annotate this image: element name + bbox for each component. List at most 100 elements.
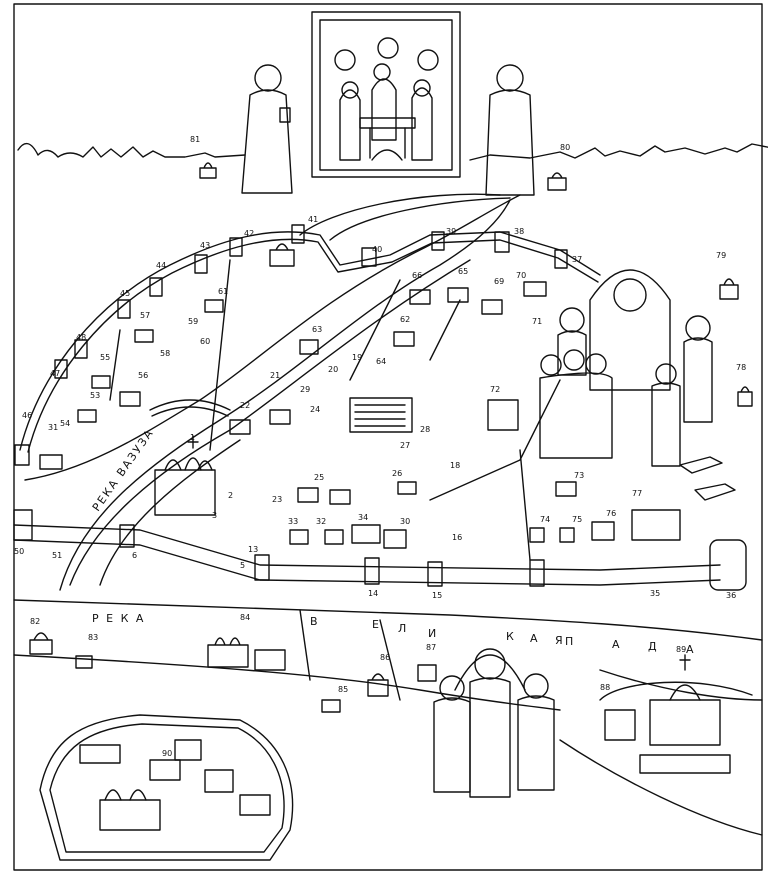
saints-group-bottom	[433, 648, 555, 798]
marker-78: 78	[736, 363, 746, 372]
marker-84: 84	[240, 613, 250, 622]
river-label-vazuza: РЕКА ВАЗУЗА	[90, 426, 157, 514]
saints-group-right	[539, 269, 713, 467]
marker-66: 66	[412, 271, 422, 280]
river-label-r1: Р Е К А	[92, 612, 145, 625]
volga-lower-bank	[559, 739, 763, 836]
marker-56: 56	[138, 371, 148, 380]
marker-80: 80	[560, 143, 570, 152]
marker-37: 37	[572, 255, 582, 264]
marker-31: 31	[48, 423, 58, 432]
marker-87: 87	[426, 643, 436, 652]
river-label-r7: А	[530, 632, 540, 645]
river-label-r3: Е	[372, 618, 381, 631]
marker-73: 73	[574, 471, 584, 480]
marker-59: 59	[188, 317, 198, 326]
far-bank-horizon	[17, 142, 768, 161]
marker-39: 39	[446, 227, 456, 236]
marker-6: 6	[132, 551, 137, 560]
marker-23: 23	[272, 495, 282, 504]
marker-50: 50	[14, 547, 24, 556]
marker-86: 86	[380, 653, 390, 662]
marker-81: 81	[190, 135, 200, 144]
marker-72: 72	[490, 385, 500, 394]
volga-river-south-bank	[13, 654, 561, 711]
marker-25: 25	[314, 473, 324, 482]
marker-63: 63	[312, 325, 322, 334]
marker-51: 51	[52, 551, 62, 560]
marker-34: 34	[358, 513, 368, 522]
marker-77: 77	[632, 489, 642, 498]
map-frame	[13, 3, 763, 871]
marker-32: 32	[316, 517, 326, 526]
marker-40: 40	[372, 245, 382, 254]
marker-46: 46	[22, 411, 32, 420]
marker-74: 74	[540, 515, 550, 524]
lower-monastery-wall-inner	[49, 723, 285, 853]
marker-79: 79	[716, 251, 726, 260]
marker-19: 19	[352, 353, 362, 362]
river-label-r4: Л	[398, 622, 408, 635]
volga-river-north-bank	[13, 599, 763, 641]
marker-88: 88	[600, 683, 610, 692]
marker-20: 20	[328, 365, 338, 374]
vazuza-river	[24, 194, 521, 481]
marker-83: 83	[88, 633, 98, 642]
boat-right	[679, 456, 736, 501]
marker-43: 43	[200, 241, 210, 250]
central-icon-board	[349, 397, 413, 433]
volga-lower-bank-2	[599, 669, 763, 701]
central-icon-board-hatch	[354, 404, 406, 427]
vazuza-river-bank	[59, 199, 511, 591]
marker-24: 24	[310, 405, 320, 414]
marker-58: 58	[160, 349, 170, 358]
river-label-r10: А	[612, 638, 622, 651]
marker-82: 82	[30, 617, 40, 626]
river-label-r9: П	[565, 635, 575, 648]
marker-60: 60	[200, 337, 210, 346]
marker-29: 29	[300, 385, 310, 394]
marker-30: 30	[400, 517, 410, 526]
kremlin-wall	[19, 231, 601, 451]
marker-5: 5	[240, 561, 245, 570]
marker-76: 76	[606, 509, 616, 518]
right-monastery	[599, 654, 753, 774]
wall-towers	[14, 224, 568, 466]
marker-69: 69	[494, 277, 504, 286]
kremlin-wall-inner	[27, 238, 599, 453]
marker-70: 70	[516, 271, 526, 280]
river-label-r5: И	[428, 627, 438, 640]
marker-89: 89	[676, 645, 686, 654]
marker-90: 90	[162, 749, 172, 758]
marker-26: 26	[392, 469, 402, 478]
marker-21: 21	[270, 371, 280, 380]
marker-15: 15	[432, 591, 442, 600]
marker-28: 28	[420, 425, 430, 434]
marker-65: 65	[458, 267, 468, 276]
marker-1: 1	[190, 433, 195, 442]
marker-41: 41	[308, 215, 318, 224]
lower-monastery-buildings	[79, 739, 271, 831]
marker-45: 45	[120, 289, 130, 298]
marker-55: 55	[100, 353, 110, 362]
river-label-r6: К	[506, 630, 516, 643]
south-wall	[13, 524, 721, 571]
saint-figure-right	[485, 64, 535, 196]
marker-27: 27	[400, 441, 410, 450]
marker-3: 3	[212, 511, 217, 520]
marker-75: 75	[572, 515, 582, 524]
marker-13: 13	[248, 545, 258, 554]
marker-85: 85	[338, 685, 348, 694]
marker-16: 16	[452, 533, 462, 542]
trinity-icon-frame	[311, 11, 461, 178]
marker-14: 14	[368, 589, 378, 598]
lower-monastery-wall	[39, 714, 294, 861]
river-label-r12: А	[686, 643, 696, 656]
river-label-r11: Д	[648, 640, 659, 653]
cathedral	[154, 435, 216, 516]
marker-33: 33	[288, 517, 298, 526]
marker-22: 22	[240, 401, 250, 410]
marker-64: 64	[376, 357, 386, 366]
